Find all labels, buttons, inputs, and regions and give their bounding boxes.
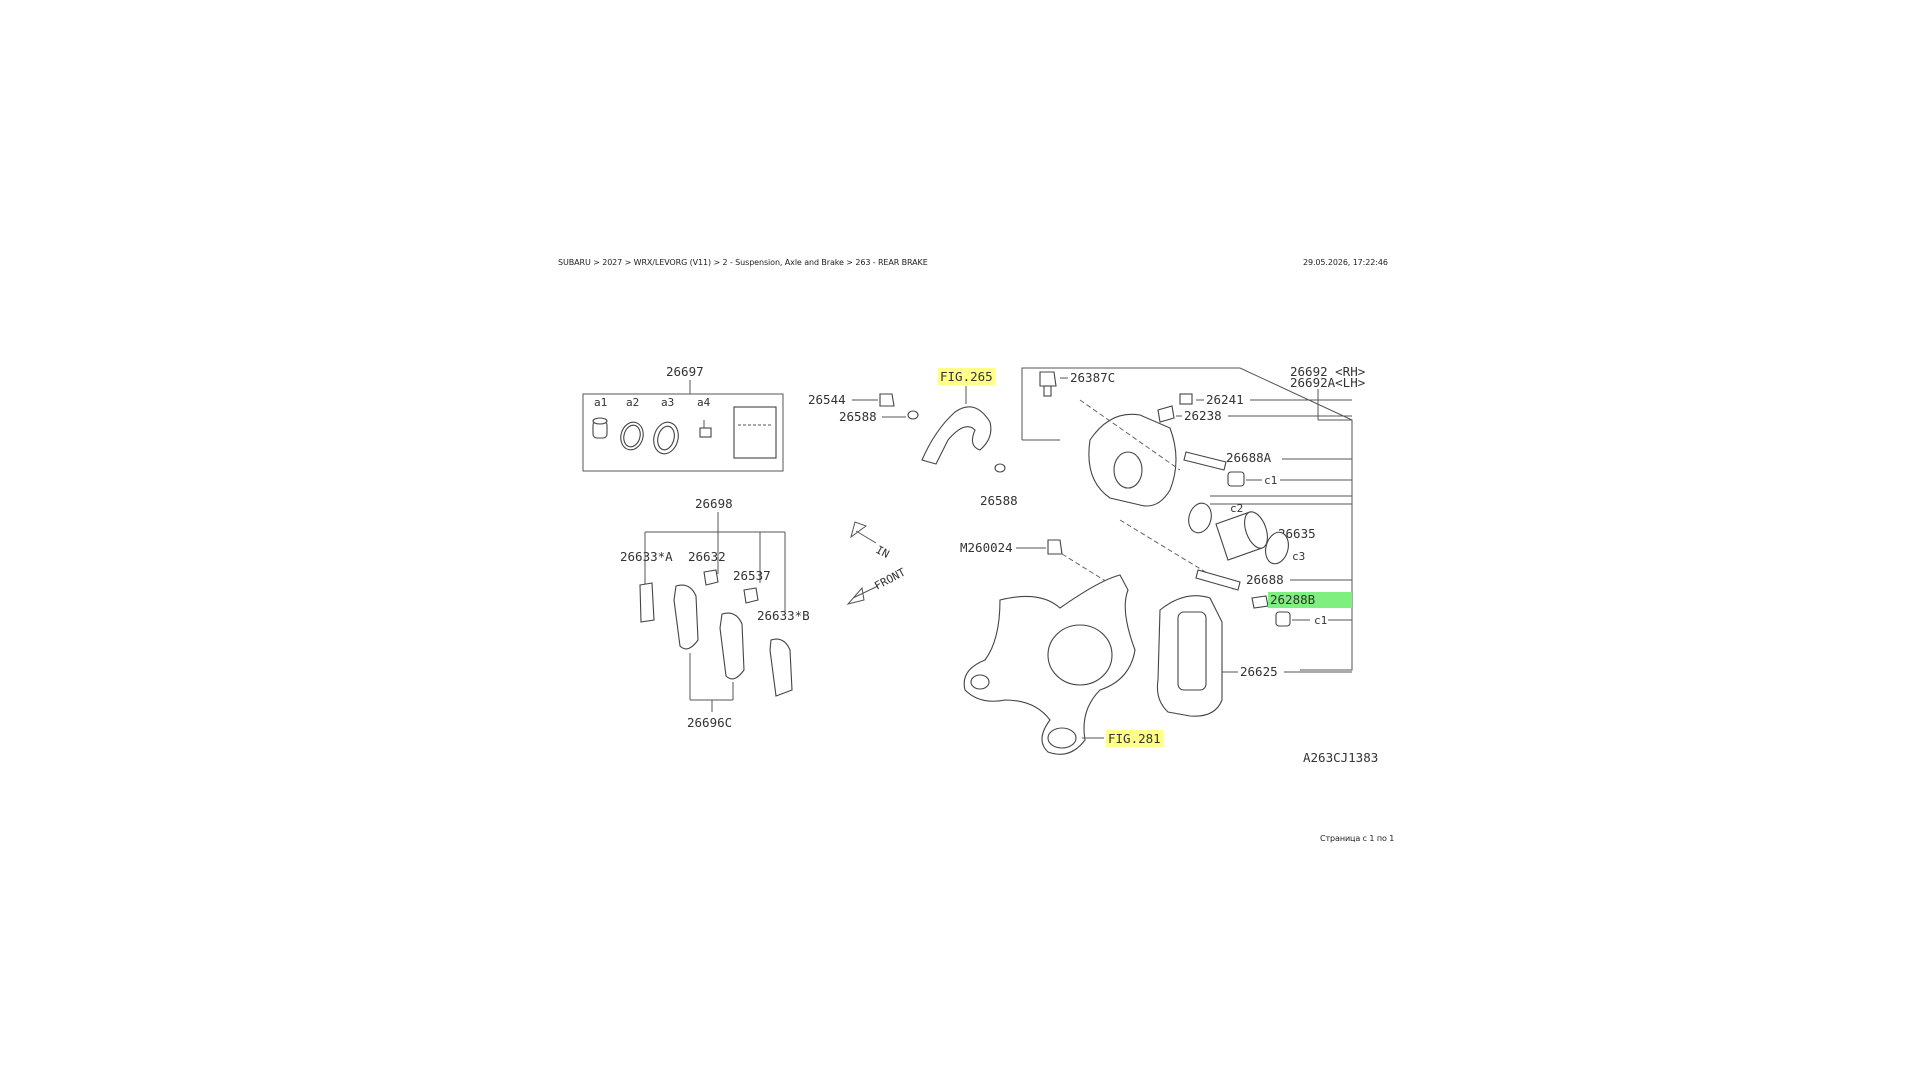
item-label-c3: c3 [1292, 550, 1305, 563]
item-label-c1-bottom: c1 [1314, 614, 1327, 627]
part-label-26537[interactable]: 26537 [733, 568, 771, 583]
part-label-26625[interactable]: 26625 [1240, 664, 1278, 679]
part-label-26588-mid[interactable]: 26588 [980, 493, 1018, 508]
grease-packet-icon [733, 406, 777, 459]
in-arrow-icon [850, 521, 877, 544]
cap-part-icon [1179, 393, 1193, 405]
guide-pin-a-part-icon [1183, 451, 1227, 471]
bleeder-stem-icon [1043, 385, 1052, 397]
guide-pin-part-icon [1195, 569, 1241, 591]
fig-ref-281[interactable]: FIG.281 [1108, 731, 1161, 746]
knuckle-arm-eye-icon [970, 674, 990, 690]
part-label-26633B[interactable]: 26633*B [757, 608, 810, 623]
part-label-26698[interactable]: 26698 [695, 496, 733, 511]
pad-clip-part-icon [703, 569, 719, 586]
knuckle-lower-eye-icon [1047, 727, 1077, 749]
pad-spring-part-icon [743, 587, 759, 604]
part-label-26697[interactable]: 26697 [666, 364, 704, 379]
timestamp: 29.05.2026, 17:22:46 [1303, 258, 1388, 267]
part-label-26588-top[interactable]: 26588 [839, 409, 877, 424]
knuckle-bore-icon [1047, 624, 1113, 686]
o-ring-part-icon [620, 421, 644, 451]
item-label-c2: c2 [1230, 502, 1243, 515]
dust-boot-c3-icon [1265, 531, 1289, 565]
knuckle-bolt-part-icon [1047, 539, 1063, 555]
pin-part-icon [699, 420, 712, 438]
item-label-a4: a4 [697, 396, 711, 409]
part-label-26688[interactable]: 26688 [1246, 572, 1284, 587]
knuckle-group[interactable]: M260024 FIG.281 [960, 539, 1163, 755]
pin-boot-part-icon [1227, 471, 1245, 487]
part-label-26692a-lh[interactable]: 26692A<LH> [1290, 375, 1365, 390]
pad-kit-group[interactable]: 26698 26633*A 26632 26537 26633*B [620, 496, 810, 730]
item-label-a3: a3 [661, 396, 674, 409]
part-label-26633A[interactable]: 26633*A [620, 549, 673, 564]
support-window-icon [1177, 611, 1207, 691]
brake-pad-inner-icon [673, 584, 699, 650]
piston-part-icon [1215, 511, 1268, 561]
direction-indicators: IN FRONT [846, 521, 908, 605]
front-label: FRONT [872, 565, 908, 592]
bleeder-screw-part-icon [1157, 405, 1175, 423]
part-label-26387C[interactable]: 26387C [1070, 370, 1115, 385]
part-label-26238[interactable]: 26238 [1184, 408, 1222, 423]
item-label-c1-top: c1 [1264, 474, 1277, 487]
pin-boot-lower-part-icon [1275, 611, 1291, 627]
front-arrow-icon [846, 585, 879, 605]
piston-seal-c2-icon [1188, 502, 1212, 534]
part-label-26544[interactable]: 26544 [808, 392, 846, 407]
part-label-26632[interactable]: 26632 [688, 549, 726, 564]
seal-kit-group[interactable]: 26697 a1 a2 a3 a4 [582, 364, 784, 472]
fig-265-highlight [938, 368, 995, 385]
brake-pad-outer-icon [719, 612, 745, 680]
item-label-a2: a2 [626, 396, 639, 409]
boot-part-icon [592, 417, 608, 439]
diagram-code: A263CJ1383 [1303, 750, 1378, 765]
brake-hose-part-icon [921, 406, 992, 465]
washer-part-icon [907, 410, 919, 420]
selected-part-icon [1251, 595, 1269, 609]
hose-group[interactable]: 26544 26588 FIG.265 26588 [808, 368, 1018, 508]
caliper-group[interactable]: 26692 <RH> 26692A<LH> 26387C 26241 26238 [1021, 364, 1365, 717]
bleeder-bolt-part-icon [1039, 371, 1057, 387]
selected-part-highlight [1268, 592, 1352, 608]
washer-lower-part-icon [994, 463, 1006, 473]
part-label-26635[interactable]: 26635 [1278, 526, 1316, 541]
part-label-26241[interactable]: 26241 [1206, 392, 1244, 407]
part-label-26688A[interactable]: 26688A [1226, 450, 1272, 465]
fig-281-highlight [1106, 730, 1163, 747]
item-label-a1: a1 [594, 396, 607, 409]
shim-a-part-icon [639, 582, 655, 623]
fig-ref-265[interactable]: FIG.265 [940, 369, 993, 384]
page-count: Страница с 1 по 1 [1320, 834, 1395, 843]
breadcrumb: SUBARU > 2027 > WRX/LEVORG (V11) > 2 - S… [558, 258, 928, 267]
in-label: IN [874, 543, 892, 561]
shim-b-part-icon [769, 638, 793, 697]
part-label-M260024[interactable]: M260024 [960, 540, 1013, 555]
bolt-part-icon [879, 393, 895, 407]
part-label-26288B[interactable]: 26288B [1270, 592, 1315, 607]
part-label-26692-rh[interactable]: 26692 <RH> [1290, 364, 1365, 379]
piston-seal-part-icon [653, 421, 679, 455]
part-label-26696C[interactable]: 26696C [687, 715, 732, 730]
caliper-bore-icon [1113, 451, 1143, 489]
